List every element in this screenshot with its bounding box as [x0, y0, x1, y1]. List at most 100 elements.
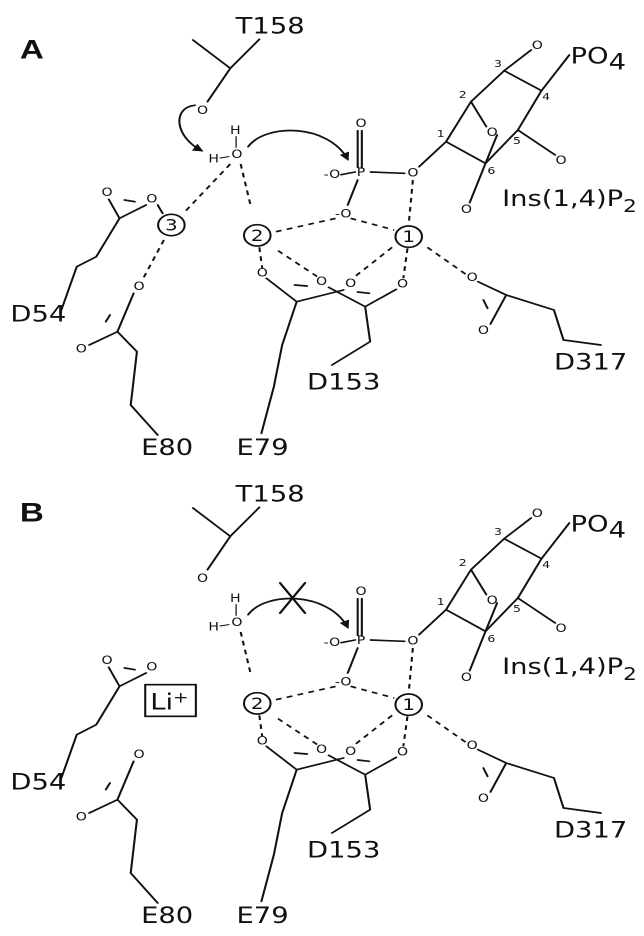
- atom-p: P: [357, 634, 366, 647]
- ring-number: 2: [459, 89, 467, 101]
- label-e80: E80: [141, 903, 193, 929]
- svg-text:Li+: Li+: [150, 689, 188, 715]
- atom-o: O: [133, 280, 144, 293]
- substrate-label: Ins(1,4)P2: [502, 654, 637, 685]
- panel-label: B: [20, 498, 44, 527]
- atom-h: H: [230, 124, 241, 137]
- panel-b: B O T158 H H O O P -O O -O O: [10, 481, 637, 928]
- panel-label: A: [20, 35, 44, 64]
- inositol-ring: O O PO4 O O 1 2 3 4 5 6 Ins(1,4)P2: [418, 39, 637, 217]
- atom-o: O: [231, 148, 242, 161]
- atom-o: O: [397, 278, 408, 291]
- atom-o-minus: -O: [324, 636, 341, 649]
- water-molecule: H H O: [208, 124, 242, 166]
- residue-d317: O O D317: [467, 271, 628, 375]
- label-e79: E79: [237, 903, 289, 929]
- ring-number: 5: [513, 135, 521, 147]
- atom-o-minus: -O: [335, 208, 352, 221]
- atom-o: O: [316, 275, 327, 288]
- lithium-ion: Li+: [144, 683, 197, 718]
- metal-ion-1: 1: [394, 693, 424, 717]
- residue-d153: O O D153: [307, 275, 408, 394]
- atom-o: O: [461, 203, 472, 216]
- label-d317: D317: [554, 349, 627, 375]
- residue-t158: O T158: [191, 13, 305, 118]
- po4-label: PO4: [571, 511, 626, 543]
- svg-text:2: 2: [251, 227, 264, 246]
- metal-3-coordination: [141, 163, 232, 281]
- atom-o: O: [146, 193, 157, 206]
- atom-p: P: [357, 166, 366, 179]
- residue-e79: O O E79: [237, 735, 357, 929]
- atom-o: O: [467, 739, 478, 752]
- atom-o: O: [102, 186, 113, 199]
- coordination-bonds: [239, 631, 468, 747]
- ring-number: 6: [487, 165, 495, 177]
- metal-ion-2: 2: [242, 691, 272, 715]
- atom-o: O: [407, 635, 418, 648]
- active-site-scheme: O T158 H H O O P -O O -O O O: [10, 481, 637, 928]
- svg-text:1: 1: [402, 696, 415, 715]
- svg-text:3: 3: [165, 216, 178, 235]
- label-e79: E79: [237, 435, 289, 461]
- atom-o-minus: -O: [335, 676, 352, 689]
- atom-o: O: [478, 324, 489, 337]
- residue-d153: O O D153: [307, 743, 408, 862]
- label-e80: E80: [141, 435, 193, 461]
- atom-o: O: [355, 117, 366, 130]
- po4-label: PO4: [571, 43, 626, 75]
- metal-ion-2: 2: [242, 223, 272, 247]
- atom-o: O: [231, 616, 242, 629]
- attack-arrow: [247, 597, 350, 629]
- atom-o: O: [197, 572, 208, 585]
- label-d317: D317: [554, 817, 627, 843]
- metal-ion-1: 1: [394, 225, 424, 249]
- atom-o: O: [76, 343, 87, 356]
- coordination-bonds: [239, 163, 468, 279]
- atom-o: O: [467, 271, 478, 284]
- atom-o: O: [257, 735, 268, 748]
- atom-o: O: [146, 661, 157, 674]
- atom-o: O: [407, 167, 418, 180]
- atom-o: O: [555, 622, 566, 635]
- ring-number: 5: [513, 603, 521, 615]
- atom-h: H: [208, 621, 219, 634]
- atom-o: O: [257, 267, 268, 280]
- atom-o: O: [345, 277, 356, 290]
- label-t158: T158: [235, 481, 305, 507]
- blocked-attack-x-icon: [278, 582, 307, 614]
- residue-d317: O O D317: [467, 739, 628, 843]
- label-t158: T158: [235, 13, 305, 39]
- substrate-label: Ins(1,4)P2: [502, 186, 637, 217]
- atom-o: O: [102, 654, 113, 667]
- atom-o: O: [355, 585, 366, 598]
- residue-d54: O O D54: [10, 654, 157, 795]
- atom-o: O: [532, 39, 543, 52]
- water-molecule: H H O: [208, 592, 242, 634]
- label-d153: D153: [307, 837, 380, 863]
- ring-number: 3: [494, 58, 502, 70]
- atom-h: H: [230, 592, 241, 605]
- atom-o: O: [345, 745, 356, 758]
- ring-number: 4: [542, 559, 550, 571]
- atom-o: O: [532, 507, 543, 520]
- proton-transfer-arrow: [178, 104, 204, 152]
- ring-number: 4: [542, 91, 550, 103]
- atom-o: O: [197, 104, 208, 117]
- atom-o: O: [397, 746, 408, 759]
- ring-number: 1: [437, 596, 445, 608]
- label-d54: D54: [10, 769, 66, 795]
- ring-number: 2: [459, 557, 467, 569]
- label-d54: D54: [10, 301, 66, 327]
- d54-metal-bond: [156, 204, 164, 215]
- residue-e80: O O E80: [76, 748, 193, 928]
- atom-o: O: [461, 671, 472, 684]
- ring-number: 6: [487, 633, 495, 645]
- atom-o: O: [133, 748, 144, 761]
- atom-o: O: [487, 126, 498, 139]
- attack-arrow: [247, 129, 350, 161]
- residue-d54: O O D54: [10, 186, 157, 327]
- svg-text:2: 2: [251, 695, 264, 714]
- atom-o: O: [316, 743, 327, 756]
- atom-o: O: [478, 792, 489, 805]
